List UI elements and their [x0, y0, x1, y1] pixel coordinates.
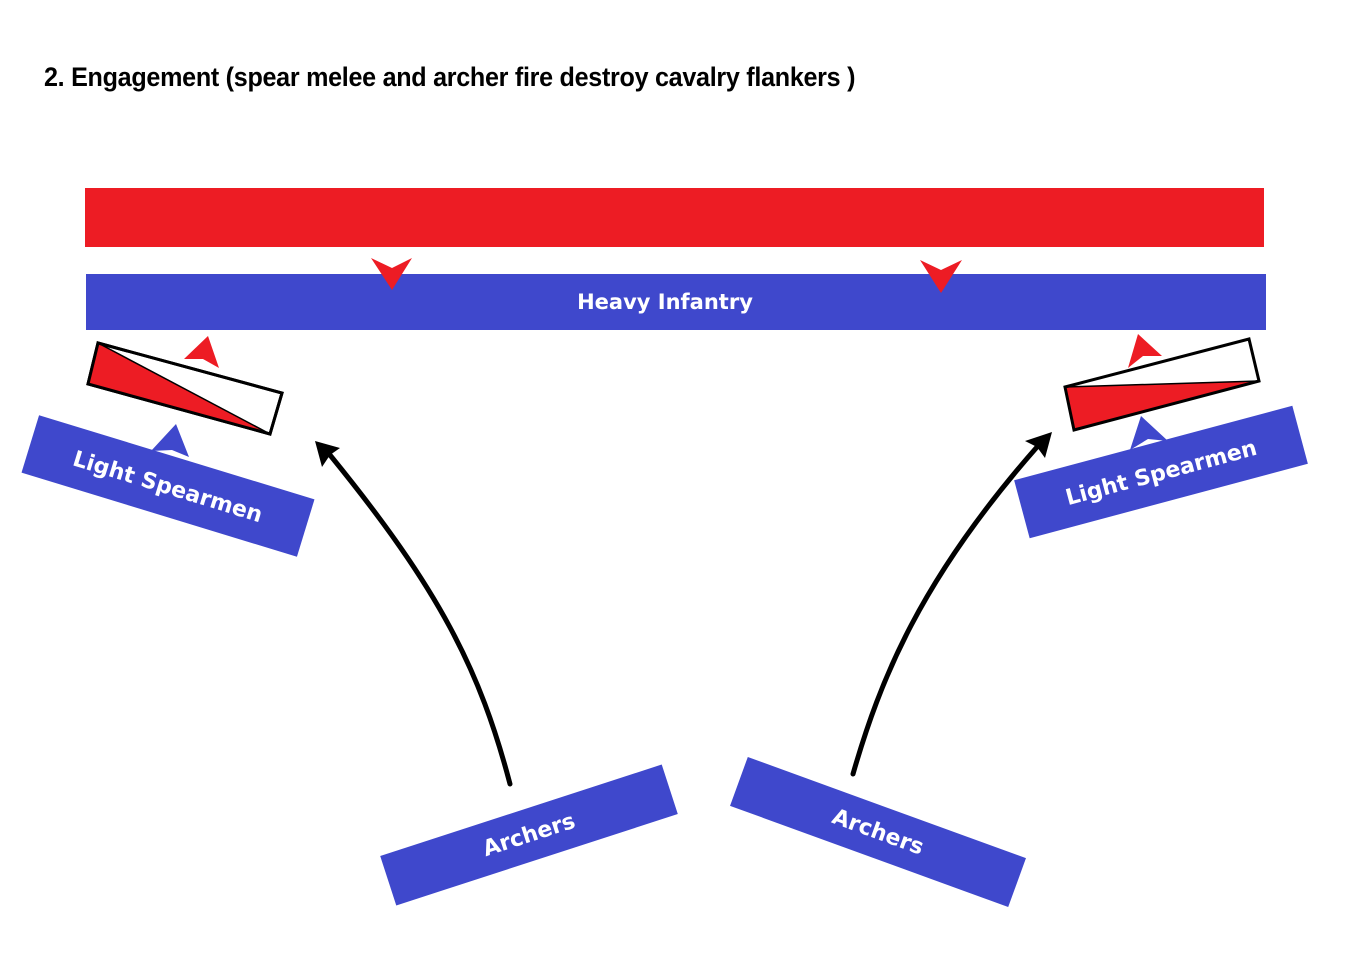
- cavalry-flanker-left: [86, 341, 284, 436]
- archer-fire-arrow-right: [850, 432, 1052, 777]
- heavy-infantry-label: Heavy Infantry: [577, 290, 753, 314]
- cavalry-advance-arrow-left-icon: [184, 336, 219, 368]
- enemy-advance-arrow-left-icon: [371, 258, 412, 290]
- archers-right-block: Archers: [730, 756, 1026, 908]
- archer-fire-arrow-left: [315, 441, 513, 787]
- diagram-title: 2. Engagement (spear melee and archer fi…: [44, 62, 856, 92]
- cavalry-flanker-right: [1063, 337, 1261, 432]
- heavy-infantry-block: Heavy Infantry: [86, 274, 1266, 330]
- enemy-line: [85, 188, 1264, 247]
- arrowhead-left-icon: [315, 441, 340, 467]
- spearmen-advance-arrow-right-icon: [1130, 416, 1168, 450]
- light-spearmen-right-block: Light Spearmen: [1014, 405, 1308, 539]
- enemy-advance-arrow-right-icon: [920, 260, 962, 293]
- arrowhead-right-icon: [1025, 432, 1052, 458]
- spearmen-advance-arrow-left-icon: [151, 424, 189, 457]
- archers-left-block: Archers: [380, 764, 678, 906]
- cavalry-advance-arrow-right-icon: [1128, 334, 1162, 368]
- light-spearmen-left-block: Light Spearmen: [21, 415, 315, 557]
